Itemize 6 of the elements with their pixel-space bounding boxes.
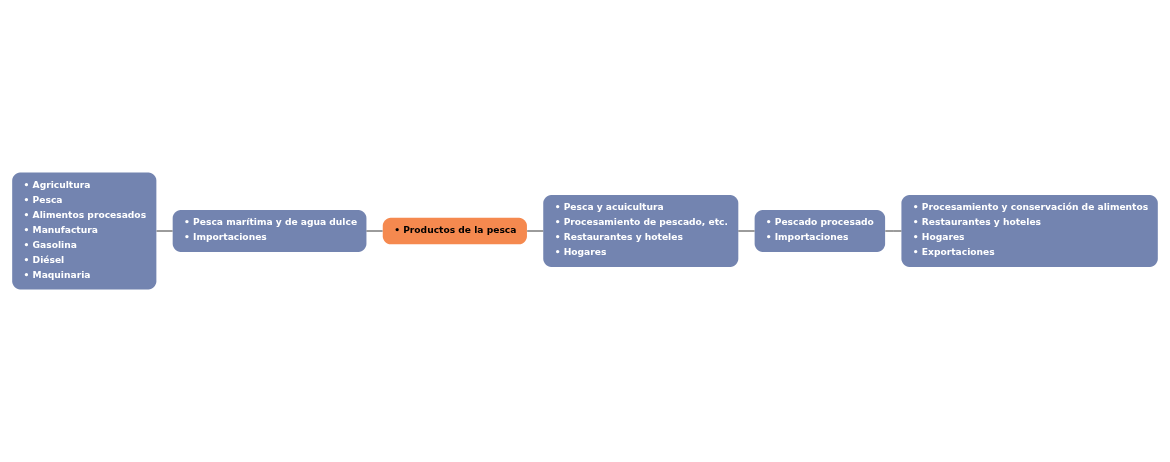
node-box: • Pesca y acuicultura • Procesamiento de pescado, etc. • Restaurantes y hoteles • Hogares	[543, 195, 739, 267]
node-box: • Pesca marítima y de agua dulce • Importaciones	[172, 210, 367, 252]
node-box: • Agricultura • Pesca • Alimentos procesados • Manufactura • Gasolina • Diésel • Maquinaria	[12, 172, 157, 290]
node-box: • Productos de la pesca	[382, 217, 527, 245]
node-box: • Procesamiento y conservación de alimentos • Restaurantes y hoteles • Hogares • Exportaciones	[901, 195, 1158, 267]
node-box: • Pescado procesado • Importaciones	[754, 210, 886, 252]
